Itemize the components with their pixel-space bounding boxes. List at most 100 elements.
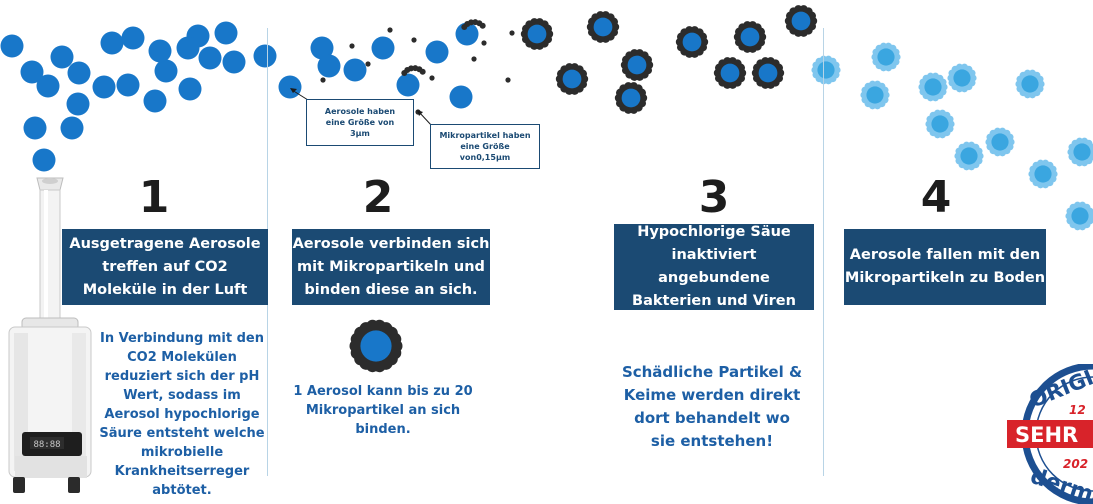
- bound-aerosol: [791, 11, 811, 31]
- aerosol-particle: [154, 59, 178, 83]
- aerosol-particle: [50, 45, 74, 69]
- falling-aerosol: [931, 115, 949, 133]
- falling-aerosol: [877, 48, 895, 66]
- microparticle-dot: [387, 27, 393, 33]
- aerosol-particle: [343, 58, 367, 82]
- aerosol-particles: [0, 5, 1093, 373]
- section-divider: [823, 28, 824, 476]
- step-1-box: Ausgetragene Aerosole treffen auf CO2 Mo…: [62, 229, 268, 305]
- step-2-box: Aerosole verbinden sich mit Mikropartike…: [292, 229, 490, 305]
- aerosol-particle: [143, 89, 167, 113]
- aerosol-particle: [371, 36, 395, 60]
- aerosol-particle: [278, 75, 302, 99]
- aerosol-particle: [67, 61, 91, 85]
- aerosol-particle: [121, 26, 145, 50]
- seal-line1: 12: [1069, 403, 1086, 417]
- falling-aerosol: [817, 61, 835, 79]
- bound-aerosol-example-ring-dot: [388, 332, 402, 346]
- bound-aerosol: [682, 32, 702, 52]
- step-3-note: Schädliche Partikel & Keime werden direk…: [621, 363, 803, 450]
- aerosol-particle: [148, 39, 172, 63]
- aerosol-particle: [222, 50, 246, 74]
- aerosol-particle: [176, 36, 200, 60]
- bound-aerosol: [740, 27, 760, 47]
- falling-aerosol-ring-dot: [968, 69, 976, 77]
- falling-aerosol-ring-dot: [1049, 165, 1057, 173]
- aerosol-particle: [92, 75, 116, 99]
- bound-aerosol: [593, 17, 613, 37]
- falling-aerosol: [953, 69, 971, 87]
- bound-microparticle: [479, 22, 486, 29]
- seal-red-banner: [1007, 420, 1093, 448]
- aerosol-particle: [317, 54, 341, 78]
- microparticle-dot: [349, 43, 355, 49]
- aerosol-particle: [100, 31, 124, 55]
- aerosol-particle: [32, 148, 56, 172]
- aerosol-particle: [36, 74, 60, 98]
- bound-aerosol: [627, 55, 647, 75]
- step-3-box: Hypochlorige Säue inaktiviert angebunden…: [614, 224, 814, 310]
- falling-aerosol: [1073, 143, 1091, 161]
- falling-aerosol: [866, 86, 884, 104]
- bound-aerosol: [621, 88, 641, 108]
- aerosol-particle: [310, 36, 334, 60]
- falling-aerosol: [960, 147, 978, 165]
- bound-aerosol: [720, 63, 740, 83]
- microparticle-size-callout: Mikropartikel haben eine Größe von0,15µm: [430, 124, 540, 169]
- aerosol-particle: [198, 46, 222, 70]
- falling-aerosol-ring-dot: [881, 86, 889, 94]
- bound-aerosol-example: [360, 330, 392, 362]
- step-1-number: 1: [138, 172, 170, 223]
- svg-text:88:88: 88:88: [33, 440, 60, 450]
- aerosol-particle: [116, 73, 140, 97]
- aerosol-particle: [253, 44, 277, 68]
- microparticle-dot: [509, 30, 515, 36]
- falling-aerosol-ring-dot: [1036, 75, 1044, 83]
- aerosol-particle: [60, 116, 84, 140]
- falling-aerosol: [1034, 165, 1052, 183]
- step-2-number: 2: [362, 172, 394, 223]
- aerosol-particle: [455, 22, 479, 46]
- aerosol-particle: [425, 40, 449, 64]
- aerosol-particle: [396, 73, 420, 97]
- falling-aerosol: [991, 133, 1009, 151]
- bound-microparticle: [419, 68, 426, 75]
- callout-arrows: [290, 88, 433, 127]
- microparticle-dot: [365, 61, 371, 67]
- aerosol-particle: [0, 34, 24, 58]
- falling-aerosol-ring-dot: [975, 147, 983, 155]
- microparticle-dot: [320, 77, 326, 83]
- bound-aerosol: [527, 24, 547, 44]
- aerosol-particle: [66, 92, 90, 116]
- aerosol-particle: [449, 85, 473, 109]
- aerosol-particle: [214, 21, 238, 45]
- falling-aerosol: [1071, 207, 1089, 225]
- aerosol-size-callout: Aerosole haben eine Größe von 3µm: [306, 99, 414, 146]
- origin-seal-badge: ORIGI 12 SEHR 202 derma: [1007, 364, 1093, 504]
- step-4-box: Aerosole fallen mit den Mikropartikeln z…: [844, 229, 1046, 305]
- bound-aerosol: [562, 69, 582, 89]
- aerosol-particle: [23, 116, 47, 140]
- falling-aerosol: [924, 78, 942, 96]
- seal-banner-text: SEHR: [1015, 423, 1078, 447]
- bound-aerosol: [758, 63, 778, 83]
- microparticle-dot: [481, 40, 487, 46]
- microparticle-dot: [505, 77, 511, 83]
- microparticle-dot: [429, 75, 435, 81]
- step-3-number: 3: [698, 172, 730, 223]
- humidifier-device: 88:88: [0, 177, 100, 504]
- falling-aerosol-ring-dot: [939, 78, 947, 86]
- falling-aerosol-ring-dot: [892, 48, 900, 56]
- falling-aerosol-ring-dot: [1006, 133, 1014, 141]
- falling-aerosol-ring-dot: [946, 115, 954, 123]
- aerosol-particle: [178, 77, 202, 101]
- step-2-note: 1 Aerosol kann bis zu 20 Mikropartikel a…: [293, 384, 473, 437]
- falling-aerosol: [1021, 75, 1039, 93]
- seal-line2: 202: [1063, 457, 1088, 471]
- step-4-number: 4: [920, 172, 952, 223]
- falling-aerosol-ring-dot: [832, 61, 840, 69]
- microparticle-dot: [471, 56, 477, 62]
- microparticle-dot: [411, 37, 417, 43]
